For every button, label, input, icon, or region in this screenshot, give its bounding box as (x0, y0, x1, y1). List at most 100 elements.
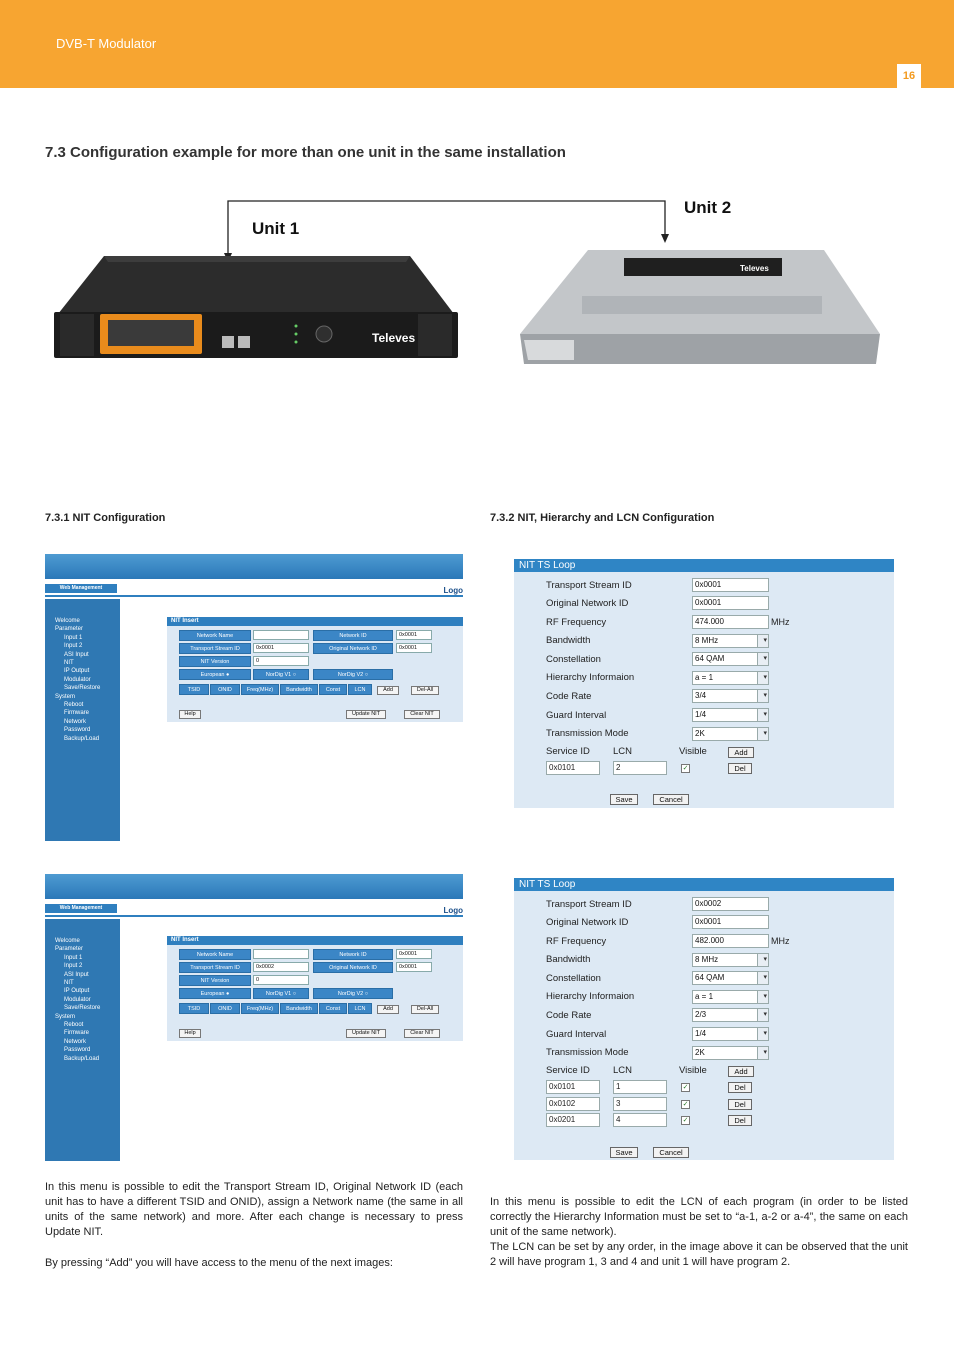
network-id-input[interactable]: 0x0001 (396, 949, 432, 959)
menu-parameter[interactable]: Parameter (55, 946, 84, 953)
logout-link[interactable]: Logo (443, 586, 463, 595)
add-button[interactable]: Add (377, 1005, 399, 1014)
transmission-mode-select[interactable]: 2K▾ (692, 727, 769, 741)
constellation-select[interactable]: 64 QAM▾ (692, 652, 769, 666)
menu-backup-load[interactable]: Backup/Load (64, 1055, 100, 1062)
european-radio[interactable]: European ● (179, 988, 251, 999)
network-name-input[interactable] (253, 949, 309, 959)
bandwidth-select[interactable]: 8 MHz▾ (692, 953, 769, 967)
menu-firmware[interactable]: Firmware (64, 1030, 89, 1037)
menu-save-restore[interactable]: Save/Restore (64, 685, 101, 692)
cancel-button[interactable]: Cancel (653, 794, 689, 805)
service-id-input[interactable]: 0x0101 (546, 1080, 600, 1094)
del-service-button[interactable]: Del (728, 763, 752, 774)
menu-system[interactable]: System (55, 1013, 76, 1020)
guard-interval-select[interactable]: 1/4▾ (692, 1027, 769, 1041)
save-button[interactable]: Save (610, 794, 638, 805)
transport-stream-id-input[interactable]: 0x0002 (692, 897, 769, 911)
hierarchy-information-select[interactable]: a = 1▾ (692, 671, 769, 685)
menu-welcome[interactable]: Welcome (55, 618, 80, 624)
onid-input[interactable]: 0x0001 (396, 643, 432, 653)
menu-network[interactable]: Network (64, 718, 87, 725)
hierarchy-information-select[interactable]: a = 1▾ (692, 990, 769, 1004)
menu-reboot[interactable]: Reboot (64, 702, 84, 709)
code-rate-select[interactable]: 2/3▾ (692, 1008, 769, 1022)
menu-asi-input[interactable]: ASI Input (64, 651, 89, 658)
menu-modulator[interactable]: Modulator (64, 676, 91, 683)
onid-input[interactable]: 0x0001 (396, 962, 432, 972)
constellation-select[interactable]: 64 QAM▾ (692, 971, 769, 985)
visible-checkbox[interactable]: ✓ (681, 764, 690, 773)
menu-backup-load[interactable]: Backup/Load (64, 735, 100, 742)
nit-version-input[interactable]: 0 (253, 656, 309, 666)
tab-web-management[interactable]: Web Management (45, 904, 117, 913)
menu-parameter[interactable]: Parameter (55, 626, 84, 633)
menu-system[interactable]: System (55, 693, 76, 700)
nordig-v2-radio[interactable]: NorDig V2 ○ (313, 988, 393, 999)
menu-input-2[interactable]: Input 2 (64, 963, 83, 970)
nordig-v1-radio[interactable]: NorDig V1 ○ (253, 669, 309, 680)
rf-frequency-input[interactable]: 482.000 (692, 934, 769, 948)
menu-input-1[interactable]: Input 1 (64, 954, 83, 961)
logout-link[interactable]: Logo (443, 906, 463, 915)
menu-save-restore[interactable]: Save/Restore (64, 1005, 101, 1012)
menu-input-1[interactable]: Input 1 (64, 634, 83, 641)
bandwidth-select[interactable]: 8 MHz▾ (692, 634, 769, 648)
help-button[interactable]: Help (179, 710, 201, 719)
menu-asi-input[interactable]: ASI Input (64, 971, 89, 978)
del-service-button[interactable]: Del (728, 1099, 752, 1110)
cancel-button[interactable]: Cancel (653, 1147, 689, 1158)
lcn-input[interactable]: 4 (613, 1113, 667, 1127)
visible-checkbox[interactable]: ✓ (681, 1083, 690, 1092)
del-all-button[interactable]: Del-All (411, 686, 439, 695)
update-nit-button[interactable]: Update NIT (346, 710, 386, 719)
nit-version-input[interactable]: 0 (253, 975, 309, 985)
save-button[interactable]: Save (610, 1147, 638, 1158)
menu-welcome[interactable]: Welcome (55, 938, 80, 944)
help-button[interactable]: Help (179, 1029, 201, 1038)
menu-password[interactable]: Password (64, 1047, 91, 1054)
service-id-input[interactable]: 0x0102 (546, 1097, 600, 1111)
menu-password[interactable]: Password (64, 727, 91, 734)
guard-interval-select[interactable]: 1/4▾ (692, 708, 769, 722)
del-service-button[interactable]: Del (728, 1082, 752, 1093)
lcn-input[interactable]: 3 (613, 1097, 667, 1111)
lcn-input[interactable]: 2 (613, 761, 667, 775)
network-id-input[interactable]: 0x0001 (396, 630, 432, 640)
service-id-input[interactable]: 0x0201 (546, 1113, 600, 1127)
menu-nit[interactable]: NIT (64, 660, 74, 667)
original-network-id-input[interactable]: 0x0001 (692, 915, 769, 929)
add-service-button[interactable]: Add (728, 747, 754, 758)
nordig-v2-radio[interactable]: NorDig V2 ○ (313, 669, 393, 680)
visible-checkbox[interactable]: ✓ (681, 1100, 690, 1109)
rf-frequency-input[interactable]: 474.000 (692, 615, 769, 629)
visible-checkbox[interactable]: ✓ (681, 1116, 690, 1125)
tab-web-management[interactable]: Web Management (45, 584, 117, 593)
menu-firmware[interactable]: Firmware (64, 710, 89, 717)
del-service-button[interactable]: Del (728, 1115, 752, 1126)
network-name-input[interactable] (253, 630, 309, 640)
transport-stream-id-input[interactable]: 0x0001 (692, 578, 769, 592)
original-network-id-input[interactable]: 0x0001 (692, 596, 769, 610)
menu-nit[interactable]: NIT (64, 980, 74, 987)
lcn-input[interactable]: 1 (613, 1080, 667, 1094)
menu-reboot[interactable]: Reboot (64, 1022, 84, 1029)
menu-modulator[interactable]: Modulator (64, 996, 91, 1003)
european-radio[interactable]: European ● (179, 669, 251, 680)
clear-nit-button[interactable]: Clear NIT (404, 1029, 440, 1038)
nordig-v1-radio[interactable]: NorDig V1 ○ (253, 988, 309, 999)
transmission-mode-select[interactable]: 2K▾ (692, 1046, 769, 1060)
menu-input-2[interactable]: Input 2 (64, 643, 83, 650)
clear-nit-button[interactable]: Clear NIT (404, 710, 440, 719)
tsid-input[interactable]: 0x0001 (253, 643, 309, 653)
add-service-button[interactable]: Add (728, 1066, 754, 1077)
code-rate-select[interactable]: 3/4▾ (692, 689, 769, 703)
update-nit-button[interactable]: Update NIT (346, 1029, 386, 1038)
del-all-button[interactable]: Del-All (411, 1005, 439, 1014)
menu-network[interactable]: Network (64, 1038, 87, 1045)
menu-ip-output[interactable]: IP Output (64, 668, 90, 675)
service-id-input[interactable]: 0x0101 (546, 761, 600, 775)
tsid-input[interactable]: 0x0002 (253, 962, 309, 972)
add-button[interactable]: Add (377, 686, 399, 695)
menu-ip-output[interactable]: IP Output (64, 988, 90, 995)
